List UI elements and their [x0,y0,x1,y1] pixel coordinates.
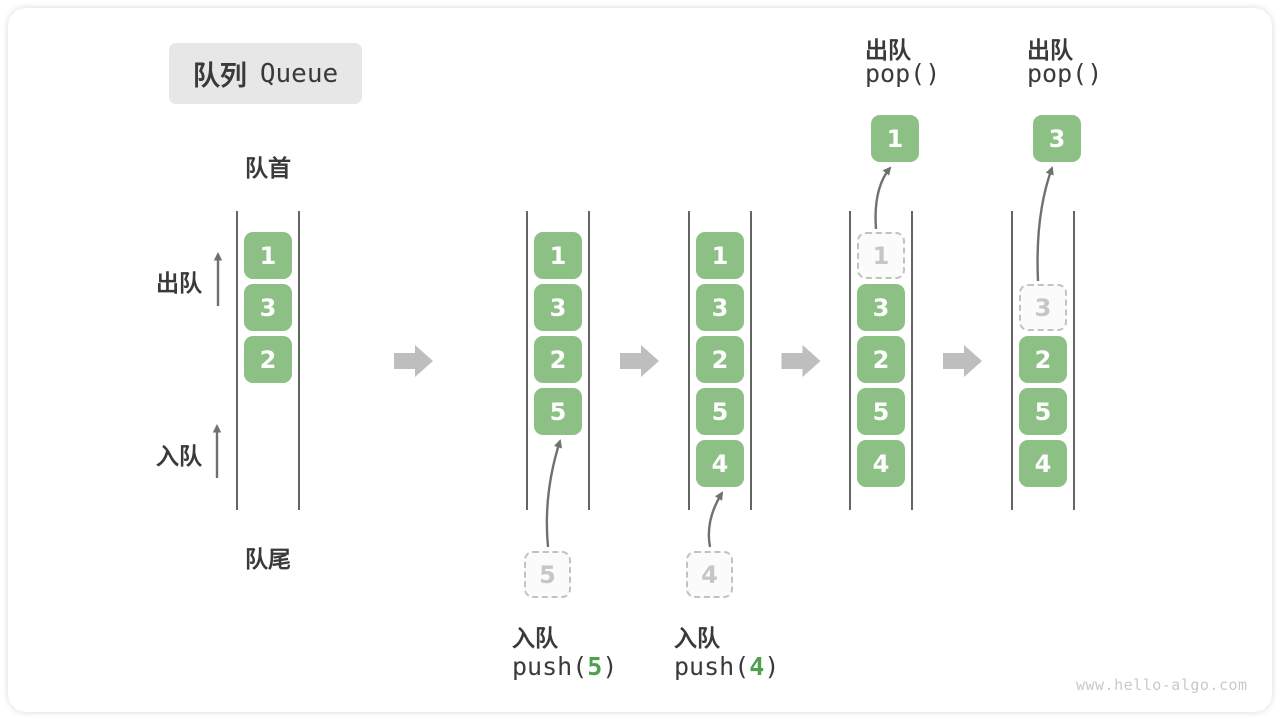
dequeue-side-label: 出队 [156,270,202,296]
watermark: www.hello-algo.com [1076,676,1248,694]
queue-front-label: 队首 [245,155,291,181]
title-badge: 队列 Queue [169,43,362,104]
title-zh: 队列 [192,61,247,91]
enqueue-side-label: 入队 [156,443,202,469]
queue-rear-label: 队尾 [245,546,291,572]
diagram-card [8,8,1272,712]
title-en: Queue [259,58,339,89]
